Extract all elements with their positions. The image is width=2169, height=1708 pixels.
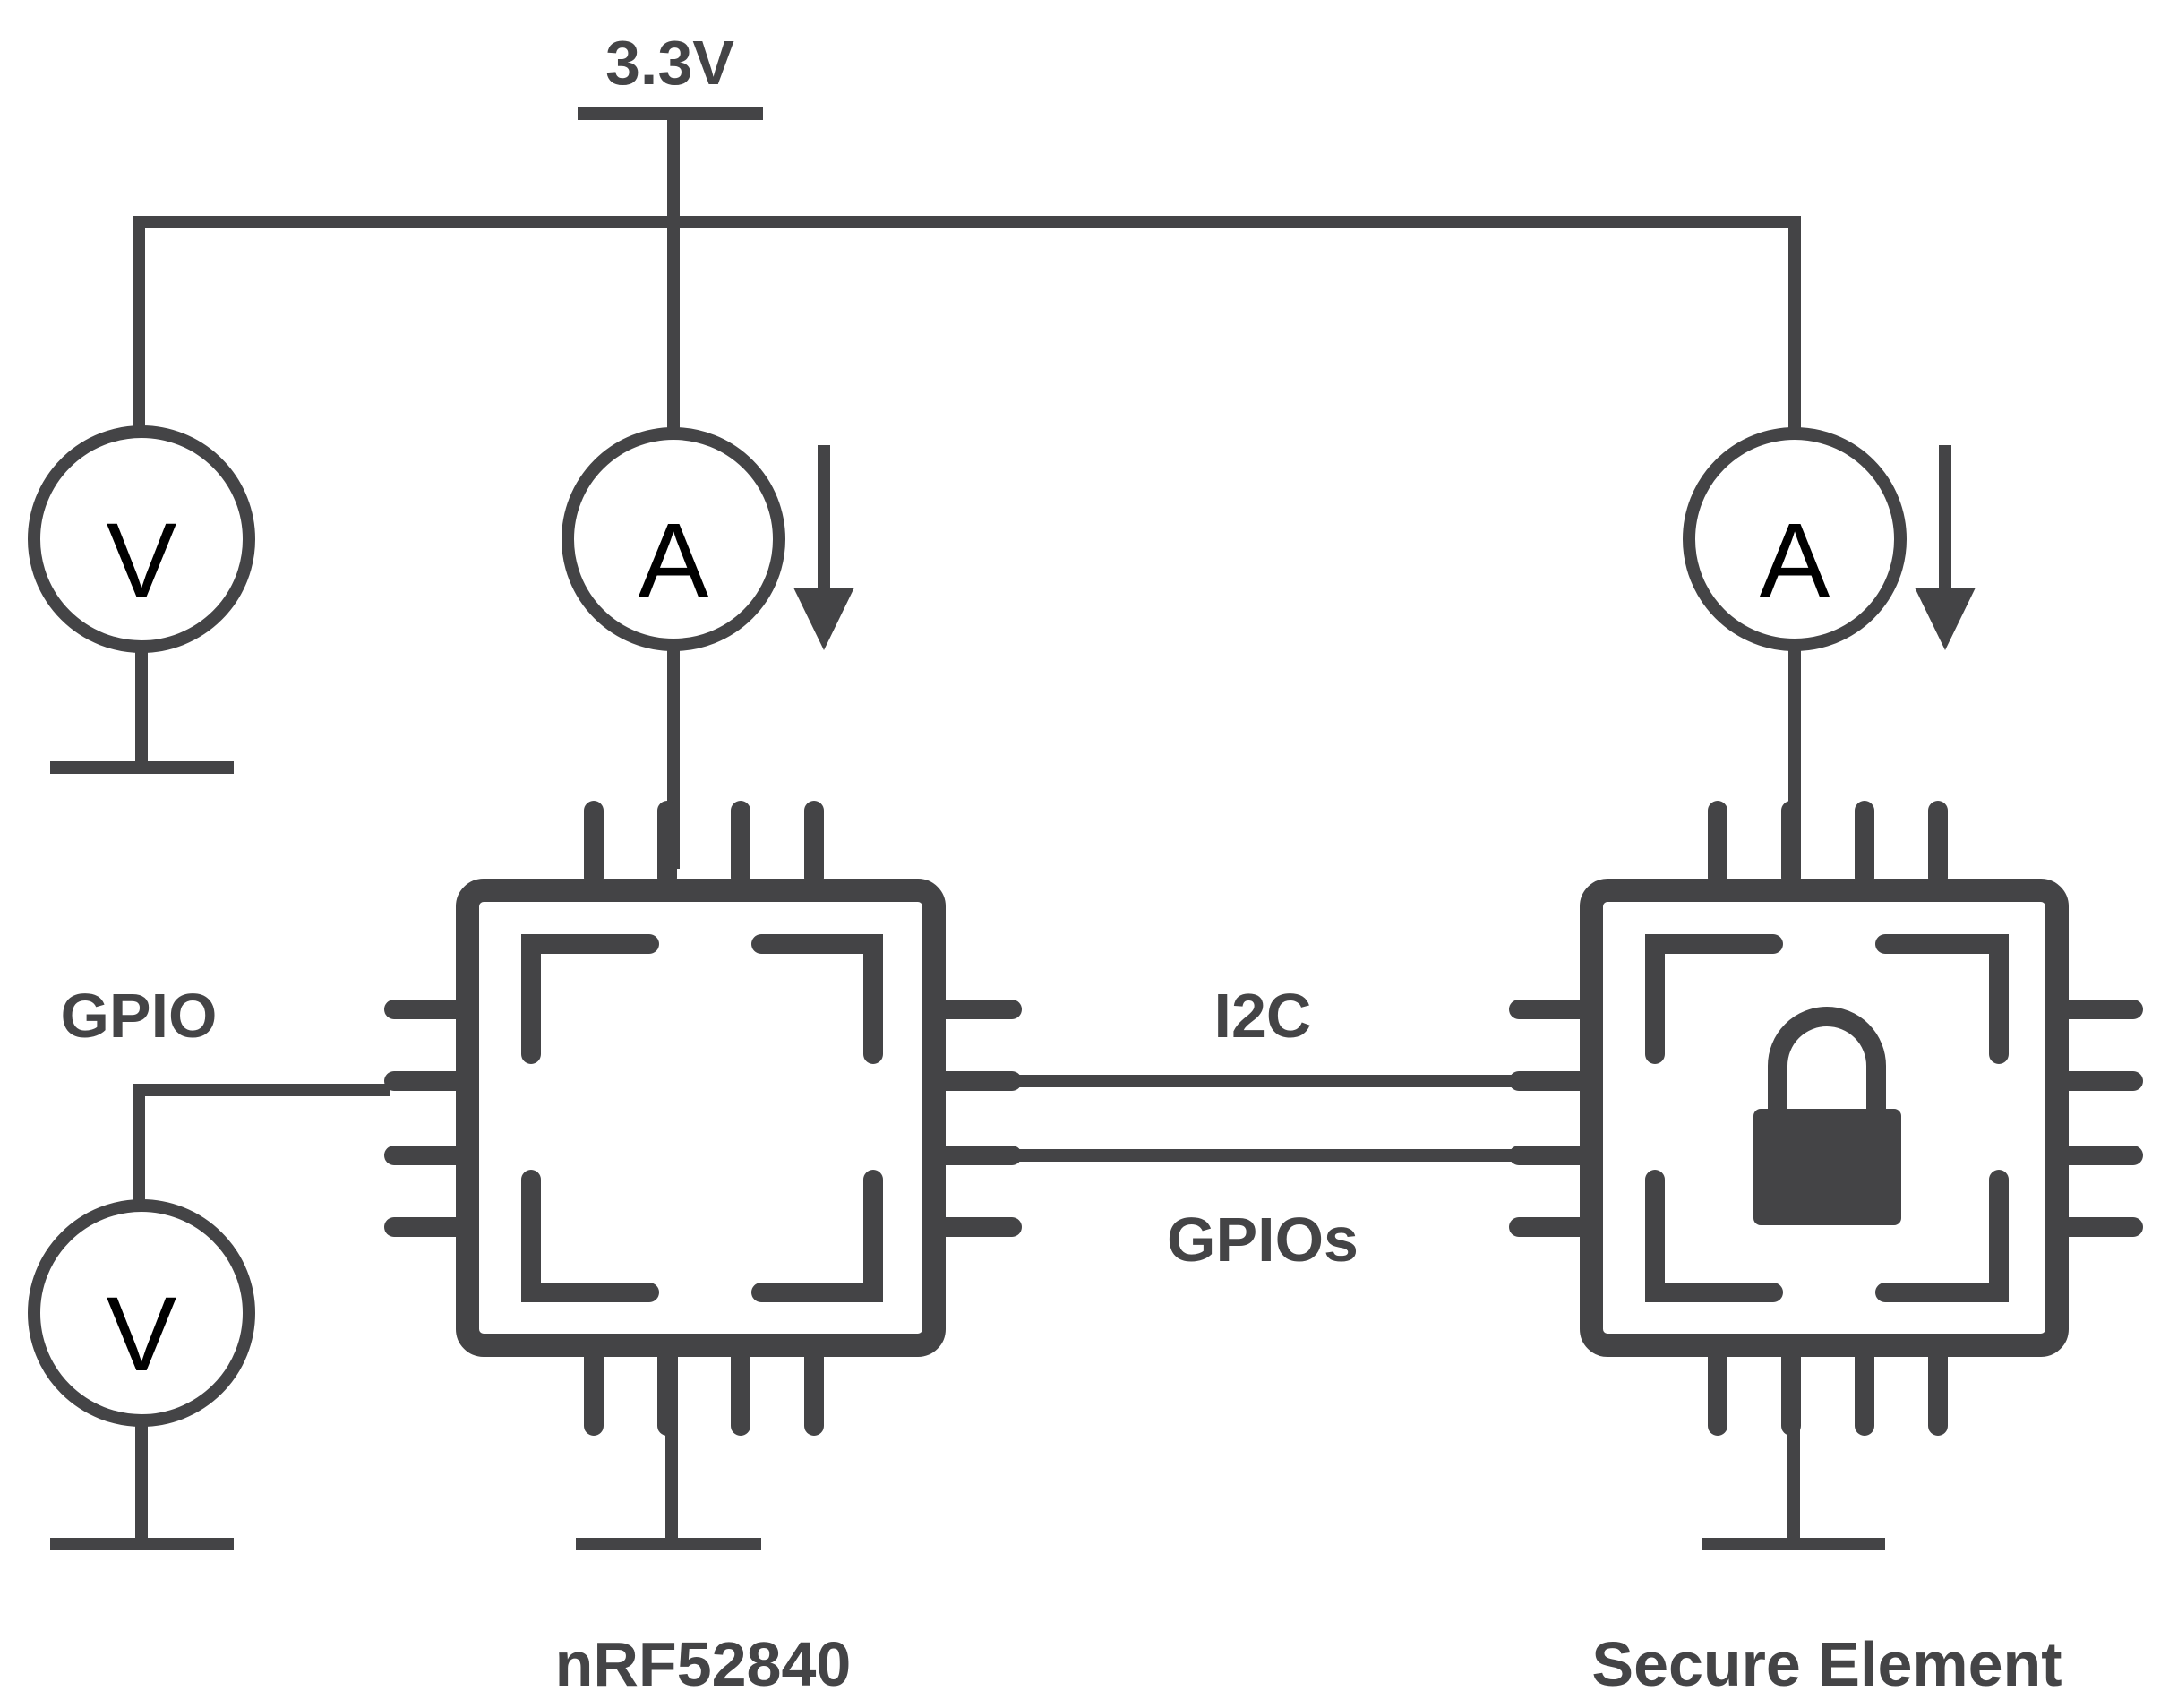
chip-left-corner [751,934,883,1064]
chip-right-corner [1875,934,2009,1064]
gpios-label: GPIOs [1167,1205,1359,1275]
chip-left-corner [521,934,659,1064]
supply-voltage-label: 3.3V [605,28,734,98]
lock-icon [1753,1007,1901,1225]
chip-left-corner [751,1170,883,1302]
voltmeter-bottom-symbol: V [107,1275,177,1394]
gpio-label: GPIO [60,981,217,1051]
chip-right-name: Secure Element [1591,1629,2062,1699]
chip-left-corner [521,1170,659,1302]
chip-nrf52840 [384,801,1022,1436]
chip-right-corner [1645,1170,1783,1302]
gpio-wire [133,1084,390,1200]
chip-secure-element [1509,801,2143,1436]
chip-right-corner [1645,934,1783,1064]
chip-left-body [456,879,946,1357]
chip-right-corner [1875,1170,2009,1302]
chip-left-name: nRF52840 [555,1629,852,1699]
ammeter-right-symbol: A [1760,502,1830,620]
chip-right-body [1580,879,2069,1357]
voltmeter-top-symbol: V [107,502,177,620]
current-arrow-left-head [793,588,854,650]
current-arrow-right-head [1915,588,1976,650]
ammeter-left-symbol: A [639,502,709,620]
power-bus [133,216,1801,428]
i2c-label: I2C [1214,981,1312,1051]
